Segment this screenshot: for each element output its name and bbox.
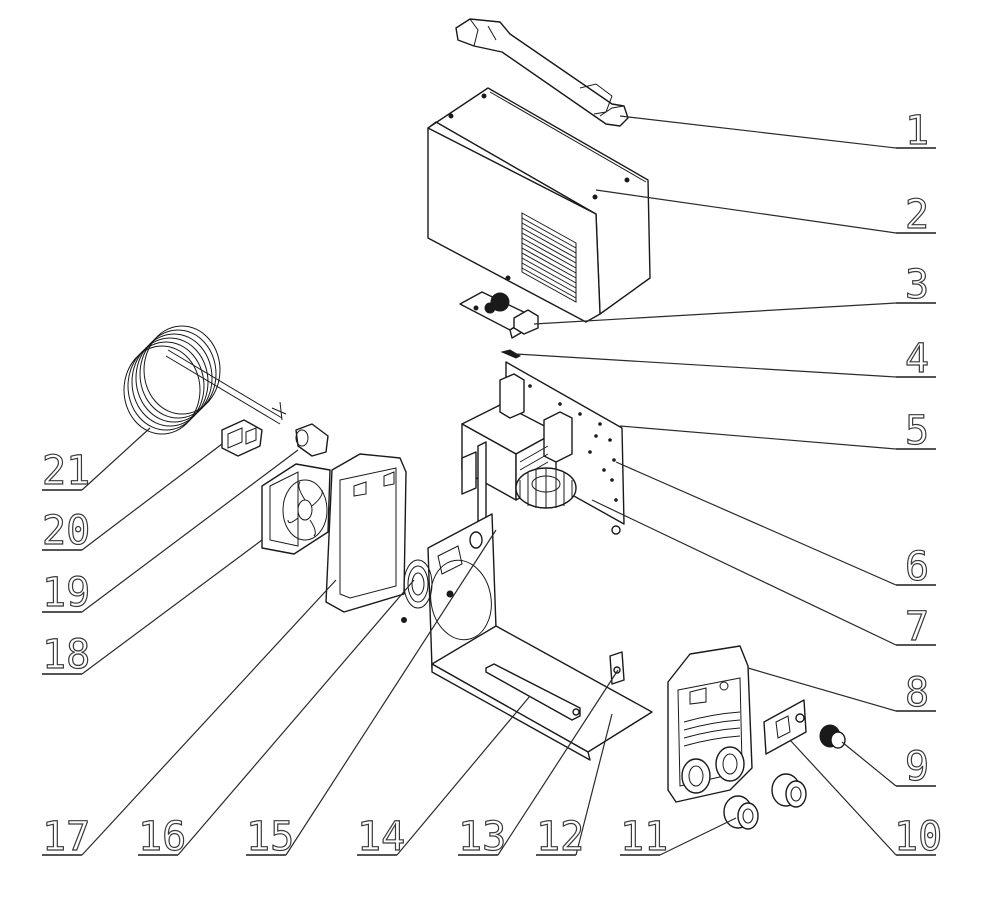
leader-line-mounting-bracket [497, 669, 619, 856]
leader-line-handle [619, 115, 897, 149]
front-control-board-part [763, 699, 807, 755]
small-clip-part [500, 349, 522, 359]
callout-label-9: 9 [905, 744, 929, 790]
leader-line-top-cover [595, 189, 897, 234]
leader-line-cooling-fan [81, 539, 263, 675]
leader-line-rear-panel-frame [81, 579, 337, 856]
top-cover-part [427, 87, 651, 323]
callout-label-12: 12 [536, 814, 584, 860]
cable-gland-part [295, 423, 329, 457]
leader-line-support-bar [396, 695, 531, 856]
leader-line-middle-panel [285, 529, 497, 856]
leader-line-base-plate [575, 713, 613, 856]
power-cable-part [123, 325, 287, 435]
leader-line-small-control-board [533, 302, 897, 325]
toroidal-inductor-part [515, 467, 577, 509]
callout-label-20: 20 [42, 508, 90, 554]
power-switch-part [221, 419, 263, 457]
leader-line-small-clip [515, 353, 897, 378]
leader-line-power-cable [81, 427, 151, 491]
leader-line-fan-guard [177, 579, 415, 856]
leader-line-front-control-board [789, 739, 897, 856]
leader-line-front-panel [747, 667, 897, 712]
callout-label-2: 2 [905, 192, 929, 238]
callout-label-11: 11 [620, 814, 668, 860]
callout-label-4: 4 [905, 336, 929, 382]
callout-label-13: 13 [458, 814, 506, 860]
callout-label-10: 10 [894, 814, 942, 860]
leader-line-potentiometer-knob [841, 741, 897, 787]
leader-line-transformer-assembly [615, 461, 897, 586]
callout-label-18: 18 [42, 632, 90, 678]
callout-label-5: 5 [905, 408, 929, 454]
callout-label-16: 16 [138, 814, 186, 860]
rear-panel-frame-part [325, 453, 407, 613]
front-panel-part [667, 645, 753, 803]
leader-line-cable-gland [81, 449, 299, 613]
leader-lines [81, 115, 897, 856]
leader-line-output-terminal-socket [659, 817, 737, 856]
callout-label-19: 19 [42, 570, 90, 616]
callout-label-8: 8 [905, 670, 929, 716]
callout-label-7: 7 [905, 604, 929, 650]
output-terminal-socket-part [723, 773, 807, 830]
callout-label-21: 21 [42, 448, 90, 494]
leader-line-power-switch [81, 443, 223, 551]
leader-line-main-pcb [619, 425, 897, 450]
cooling-fan-part [261, 463, 331, 555]
callout-label-1: 1 [905, 108, 929, 154]
vent-slots [521, 212, 577, 303]
base-plate-part [431, 625, 653, 761]
handle-part [455, 18, 629, 127]
potentiometer-knob-part [819, 724, 846, 749]
callout-label-15: 15 [246, 814, 294, 860]
fan-guard-part [401, 559, 433, 623]
callout-label-14: 14 [357, 814, 405, 860]
callout-label-6: 6 [905, 544, 929, 590]
leader-line-toroidal-inductor [591, 499, 897, 646]
callout-label-3: 3 [905, 262, 929, 308]
small-control-board-part [459, 291, 539, 339]
callout-label-17: 17 [42, 814, 90, 860]
